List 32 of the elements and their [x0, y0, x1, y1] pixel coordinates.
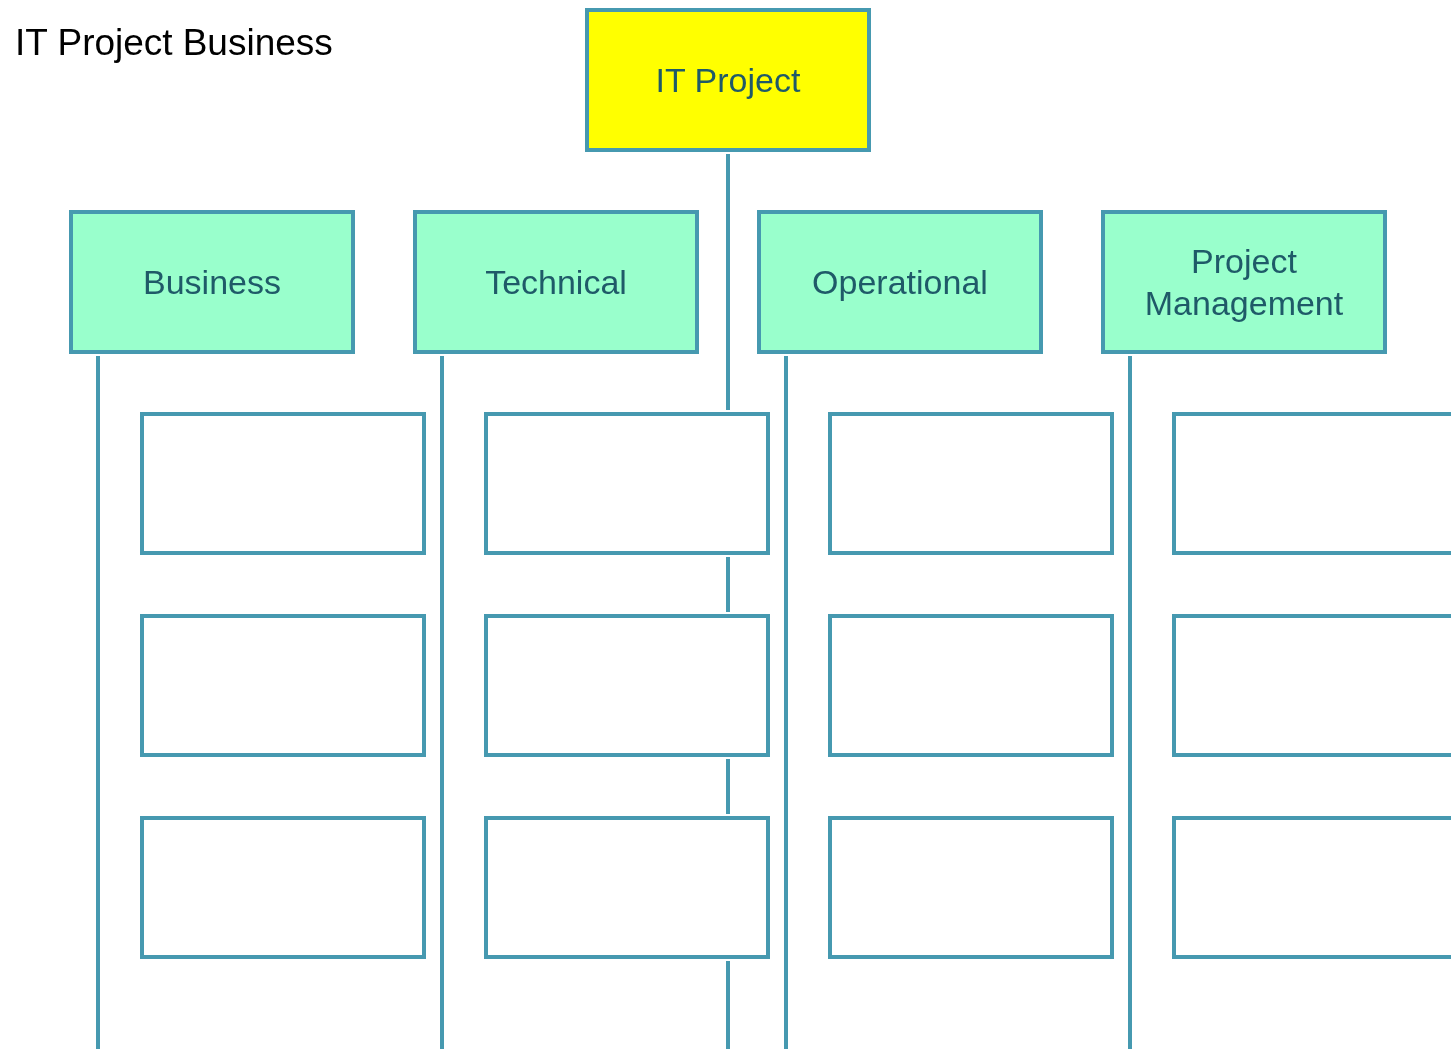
empty-box — [484, 614, 770, 757]
empty-box — [140, 614, 426, 757]
category-box — [69, 210, 355, 354]
connector-line — [96, 356, 100, 1049]
empty-box — [828, 614, 1114, 757]
connector-line — [726, 557, 730, 612]
box-label: Business — [143, 261, 281, 303]
empty-box — [484, 412, 770, 555]
empty-box — [1172, 614, 1451, 757]
connector-line — [1128, 356, 1132, 1049]
empty-box — [1172, 412, 1451, 555]
box-label: Technical — [485, 261, 627, 303]
empty-box — [484, 816, 770, 959]
box-label: Project Management — [1143, 240, 1345, 324]
category-box — [1101, 210, 1387, 354]
empty-box — [1172, 816, 1451, 959]
empty-box — [140, 816, 426, 959]
empty-box — [140, 412, 426, 555]
heading-text: Business — [182, 24, 333, 61]
category-box — [413, 210, 699, 354]
heading-text: IT Project — [15, 24, 173, 61]
connector-line — [726, 154, 730, 410]
box-label: IT Project — [655, 59, 801, 101]
connector-line — [440, 356, 444, 1049]
empty-box — [828, 816, 1114, 959]
empty-box — [828, 412, 1114, 555]
box-label: Operational — [812, 261, 988, 303]
category-box — [757, 210, 1043, 354]
connector-line — [726, 759, 730, 814]
connector-line — [726, 961, 730, 1049]
connector-line — [784, 356, 788, 1049]
root-box — [585, 8, 871, 152]
